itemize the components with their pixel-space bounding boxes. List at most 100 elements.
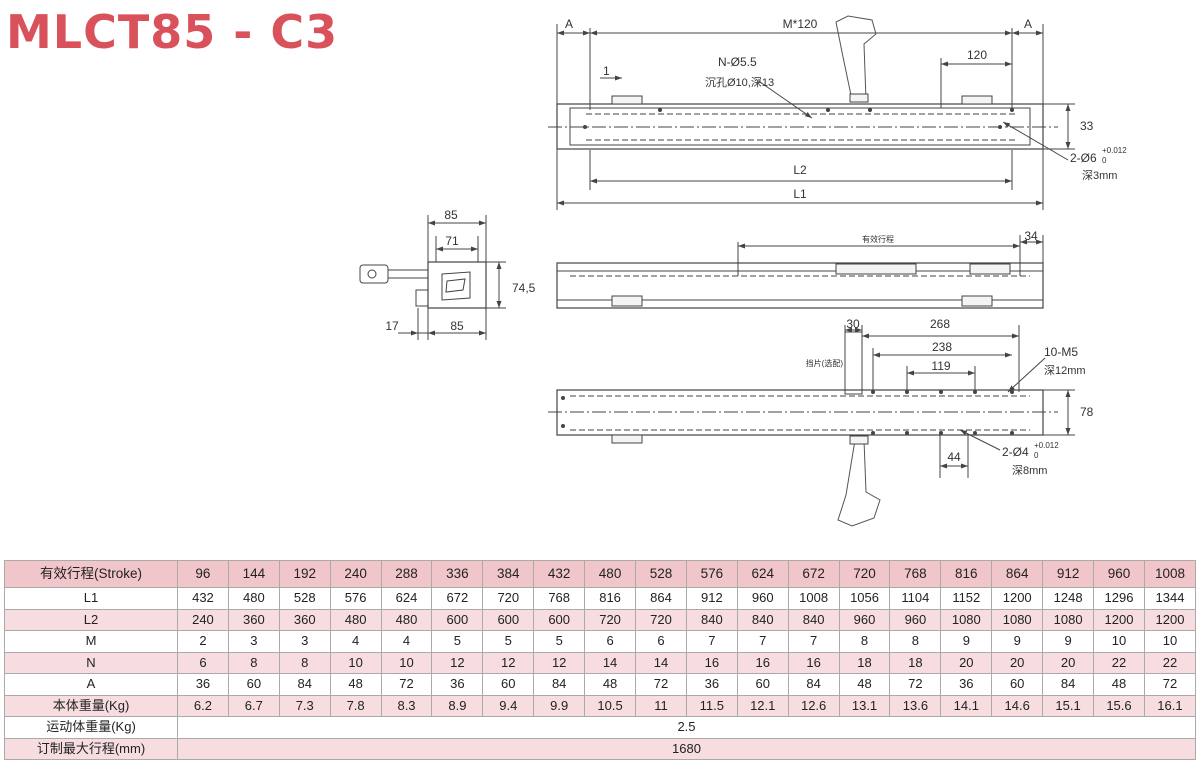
stroke-cell: 96 — [177, 560, 229, 588]
dimension-label: +0.012 — [1102, 146, 1127, 155]
row-label: M — [4, 630, 178, 653]
value-cell: 8 — [838, 630, 891, 653]
header-label: 有效行程(Stroke) — [4, 560, 178, 588]
dimension-label: 71 — [445, 234, 459, 248]
value-cell: 5 — [482, 630, 535, 653]
value-cell: 720 — [584, 608, 637, 631]
value-cell: 18 — [889, 651, 942, 674]
value-cell: 1200 — [1093, 608, 1145, 631]
value-cell: 20 — [1042, 651, 1095, 674]
value-cell: 12 — [482, 651, 535, 674]
value-cell: 1008 — [787, 587, 840, 610]
value-cell: 480 — [380, 608, 433, 631]
value-cell: 768 — [533, 587, 586, 610]
dimension-label: 119 — [931, 359, 950, 373]
value-cell: 528 — [278, 587, 331, 610]
dimension-label: 深12mm — [1044, 364, 1086, 377]
stroke-cell: 192 — [278, 560, 331, 588]
value-cell: 480 — [227, 587, 280, 610]
side-view — [556, 235, 1044, 309]
value-cell: 10 — [1093, 630, 1145, 653]
value-cell: 60 — [227, 673, 280, 696]
max-stroke-value: 1680 — [177, 737, 1196, 760]
value-cell: 1296 — [1093, 587, 1145, 610]
dimension-label: M*120 — [783, 17, 818, 31]
dimension-label: 深3mm — [1082, 169, 1117, 182]
top-view — [548, 15, 1075, 210]
value-cell: 72 — [889, 673, 942, 696]
value-cell: 6 — [635, 630, 687, 653]
carriage-view — [548, 325, 1075, 527]
value-cell: 240 — [177, 608, 229, 631]
value-cell: 15.6 — [1093, 694, 1145, 717]
value-cell: 864 — [635, 587, 687, 610]
value-cell: 360 — [278, 608, 331, 631]
value-cell: 1152 — [940, 587, 993, 610]
value-cell: 9.9 — [533, 694, 586, 717]
stroke-cell: 528 — [635, 560, 687, 588]
row-label: L1 — [4, 587, 178, 610]
value-cell: 3 — [227, 630, 280, 653]
value-cell: 16.1 — [1143, 694, 1197, 717]
value-cell: 7.8 — [329, 694, 382, 717]
value-cell: 4 — [329, 630, 382, 653]
row-label: A — [4, 673, 178, 696]
value-cell: 600 — [533, 608, 586, 631]
dimension-label: 0 — [1102, 156, 1107, 165]
stroke-cell: 720 — [838, 560, 891, 588]
value-cell: 36 — [685, 673, 738, 696]
value-cell: 720 — [635, 608, 687, 631]
top-view-holes — [583, 108, 1014, 129]
value-cell: 5 — [533, 630, 586, 653]
dimension-label: 0 — [1034, 451, 1039, 460]
dimension-label: 挡片(选配) — [806, 358, 844, 368]
moving-weight-label: 运动体重量(Kg) — [4, 716, 178, 739]
value-cell: 960 — [889, 608, 942, 631]
row-label: 本体重量(Kg) — [4, 694, 178, 717]
value-cell: 360 — [227, 608, 280, 631]
stroke-cell: 240 — [329, 560, 382, 588]
value-cell: 6.7 — [227, 694, 280, 717]
dimension-label: 有效行程 — [862, 234, 894, 244]
dimension-label: 268 — [930, 317, 950, 331]
dimension-label: 30 — [846, 317, 860, 331]
value-cell: 1200 — [1143, 608, 1197, 631]
stroke-cell: 624 — [736, 560, 789, 588]
stroke-cell: 384 — [482, 560, 535, 588]
value-cell: 48 — [584, 673, 637, 696]
value-cell: 10 — [380, 651, 433, 674]
value-cell: 72 — [380, 673, 433, 696]
value-cell: 48 — [838, 673, 891, 696]
value-cell: 9.4 — [482, 694, 535, 717]
value-cell: 1200 — [991, 587, 1044, 610]
value-cell: 3 — [278, 630, 331, 653]
max-stroke-row: 订制最大行程(mm)1680 — [4, 737, 1196, 760]
value-cell: 600 — [482, 608, 535, 631]
value-cell: 7 — [685, 630, 738, 653]
value-cell: 22 — [1093, 651, 1145, 674]
value-cell: 10 — [1143, 630, 1197, 653]
stroke-cell: 816 — [940, 560, 993, 588]
value-cell: 10.5 — [584, 694, 637, 717]
stroke-cell: 576 — [685, 560, 738, 588]
stroke-cell: 432 — [533, 560, 586, 588]
value-cell: 18 — [838, 651, 891, 674]
technical-drawing: A M*120 A 120 N-Ø5.5 沉孔Ø10,深13 1 33 2-Ø6… — [359, 15, 1127, 527]
value-cell: 1080 — [1042, 608, 1095, 631]
dimension-label: 1 — [603, 64, 610, 78]
value-cell: 7 — [736, 630, 789, 653]
value-cell: 6 — [177, 651, 229, 674]
value-cell: 8 — [278, 651, 331, 674]
dimension-label: 34 — [1024, 229, 1038, 243]
value-cell: 960 — [838, 608, 891, 631]
dimension-label: 85 — [444, 208, 458, 222]
stroke-cell: 336 — [431, 560, 484, 588]
value-cell: 72 — [635, 673, 687, 696]
stroke-cell: 480 — [584, 560, 637, 588]
value-cell: 48 — [329, 673, 382, 696]
value-cell: 15.1 — [1042, 694, 1095, 717]
value-cell: 1248 — [1042, 587, 1095, 610]
value-cell: 60 — [482, 673, 535, 696]
end-view — [359, 215, 506, 340]
